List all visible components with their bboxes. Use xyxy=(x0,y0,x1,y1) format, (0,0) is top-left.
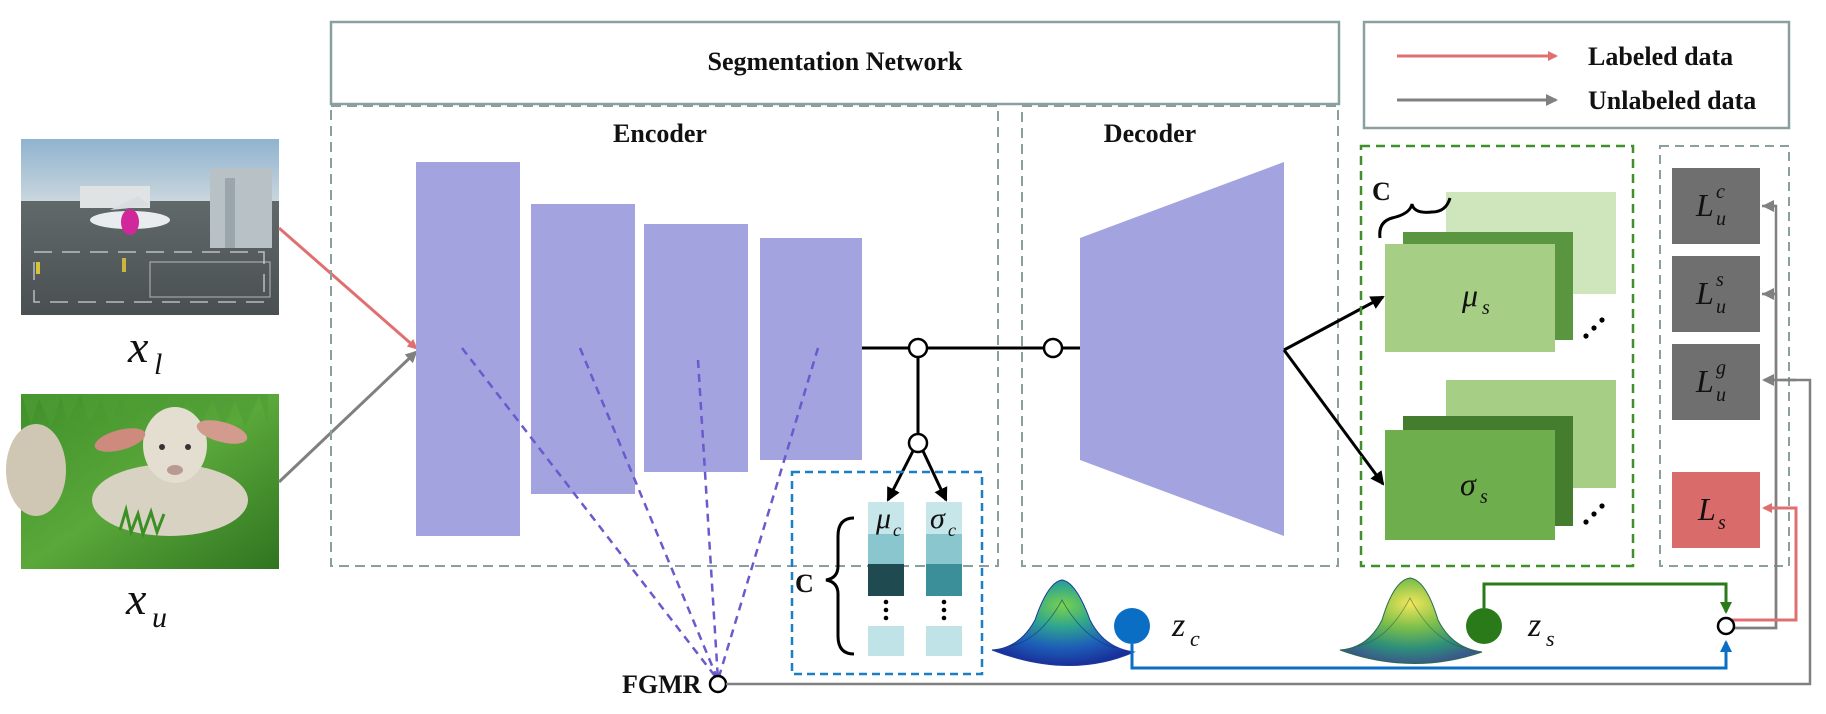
sigma-s-sub: s xyxy=(1480,486,1488,508)
labeled-loss-line xyxy=(1726,506,1798,622)
feature-stats-brace xyxy=(825,516,855,656)
unlabeled-input-arrow xyxy=(277,350,418,484)
arrow-to-sigma-s xyxy=(1282,349,1385,486)
mu-s-sub: s xyxy=(1482,297,1490,319)
fgmr-node xyxy=(708,674,728,694)
mu-s-symbol: μ xyxy=(1461,277,1478,313)
unlabeled-input-sub: u xyxy=(152,601,167,634)
labeled-input-var: x xyxy=(127,321,149,372)
arrow-to-mu-c xyxy=(886,450,915,502)
gaussian-feature-icon xyxy=(991,579,1136,666)
encoder-label: Encoder xyxy=(613,119,707,148)
mu-c-ellipsis xyxy=(883,599,889,621)
sigma-s-symbol: σ xyxy=(1460,466,1477,502)
encoder-box xyxy=(330,105,999,567)
sigma-c-sub: c xyxy=(948,520,956,540)
loss-4-sub: s xyxy=(1718,512,1726,534)
sigma-c-cell-2 xyxy=(926,534,962,564)
decoder-input-node xyxy=(1042,337,1064,359)
fgmr-label: FGMR xyxy=(622,670,702,699)
feature-stats-count: C xyxy=(795,569,814,598)
encoder-block-2 xyxy=(531,204,635,494)
loss-unlabeled-g xyxy=(1672,344,1760,420)
mu-c-cell-4 xyxy=(868,626,904,656)
loss-1-sub: u xyxy=(1716,208,1726,230)
loss-4-sym: L xyxy=(1697,491,1716,527)
zs-path xyxy=(1482,582,1728,608)
unlabeled-image-lamb xyxy=(6,394,279,569)
loss-box xyxy=(1659,145,1790,567)
stats-split-node xyxy=(907,432,929,454)
seg-stats-brace xyxy=(1378,197,1452,239)
loss-labeled-s xyxy=(1672,472,1760,548)
loss-2-sym: L xyxy=(1695,275,1714,311)
labeled-input-arrow xyxy=(278,226,418,350)
unlabeled-input-var: x xyxy=(125,573,147,624)
loss-merge-node xyxy=(1716,616,1736,636)
loss-3-sup: g xyxy=(1716,357,1726,379)
encoder-block-4 xyxy=(760,238,862,460)
labeled-input-sub: l xyxy=(154,348,162,381)
gaussian-seg-icon xyxy=(1339,577,1483,665)
loss-unlabeled-c xyxy=(1672,168,1760,244)
loss-unlabeled-s xyxy=(1672,256,1760,332)
arrow-to-mu-s xyxy=(1283,295,1385,352)
mu-c-sub: c xyxy=(893,520,901,540)
zc-sub: c xyxy=(1190,626,1200,651)
legend-box xyxy=(1362,20,1791,130)
arrow-to-sigma-c xyxy=(921,450,948,502)
sigma-c-cell-3 xyxy=(926,564,962,596)
labeled-image-airplane xyxy=(21,139,279,315)
bottleneck-node xyxy=(907,337,929,359)
decoder-box xyxy=(1021,105,1339,567)
mu-s-front-layer xyxy=(1385,244,1555,352)
loss-3-sub: u xyxy=(1716,384,1726,406)
decoder-label: Decoder xyxy=(1104,119,1196,148)
mu-c-cell-1 xyxy=(868,502,904,534)
loss-1-sup: c xyxy=(1716,181,1725,203)
fgmr-links xyxy=(461,347,820,681)
sigma-c-cell-1 xyxy=(926,502,962,534)
sigma-s-front-layer xyxy=(1385,430,1555,540)
encoder-block-3 xyxy=(644,224,748,472)
zc-sample-dot xyxy=(1114,608,1150,644)
zs-symbol: z xyxy=(1527,607,1541,644)
zs-sample-dot xyxy=(1466,608,1502,644)
decoder-block xyxy=(1080,162,1284,536)
mu-c-cell-3 xyxy=(868,564,904,596)
zs-sub: s xyxy=(1546,626,1555,651)
sigma-c-ellipsis xyxy=(941,599,947,621)
encoder-block-1 xyxy=(416,162,520,536)
seg-stats-box xyxy=(1359,144,1635,568)
sigma-s-ellipsis xyxy=(1583,503,1605,525)
seg-stats-count: C xyxy=(1372,177,1391,206)
loss-2-sup: s xyxy=(1716,269,1724,291)
loss-3-sym: L xyxy=(1695,363,1714,399)
segmentation-network-header xyxy=(329,20,1341,106)
mu-c-cell-2 xyxy=(868,534,904,564)
sigma-c-symbol: σ xyxy=(930,502,946,535)
feature-stats-box xyxy=(790,470,984,676)
legend-unlabeled-text: Unlabeled data xyxy=(1588,86,1756,115)
sigma-c-cell-4 xyxy=(926,626,962,656)
zc-symbol: z xyxy=(1171,607,1185,644)
loss-1-sym: L xyxy=(1695,187,1714,223)
legend-labeled-text: Labeled data xyxy=(1588,42,1733,71)
loss-2-sub: u xyxy=(1716,296,1726,318)
labeled-input-symbol: x l xyxy=(127,321,162,381)
unlabeled-input-symbol: x u xyxy=(125,573,167,634)
mu-c-symbol: μ xyxy=(875,502,891,535)
segmentation-network-title: Segmentation Network xyxy=(708,47,963,76)
mu-s-ellipsis xyxy=(1583,317,1605,339)
